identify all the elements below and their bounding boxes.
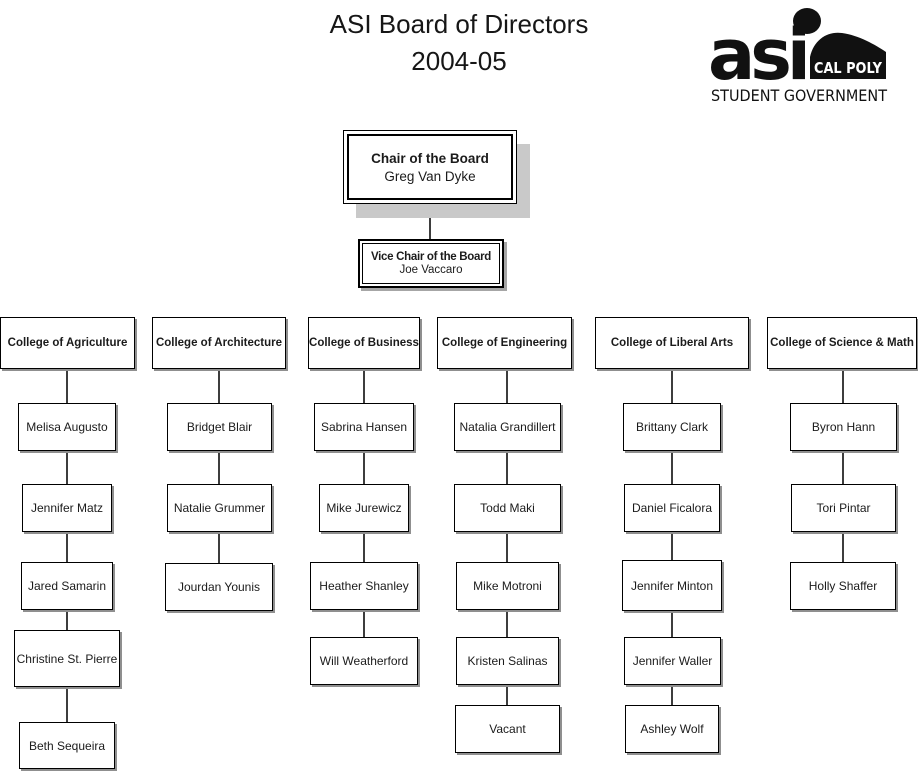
- college-column-engineering: College of Engineering Natalia Grandille…: [437, 317, 572, 771]
- asi-student-government-logo: asi CAL POLY STUDENT GOVERNMENT: [708, 5, 888, 105]
- member-box: Mike Motroni: [456, 562, 559, 610]
- calpoly-brand-text: CAL POLY: [814, 59, 883, 77]
- member-box: Tori Pintar: [791, 484, 896, 532]
- member-name: Ashley Wolf: [640, 722, 704, 736]
- college-column-agriculture: College of Agriculture Melisa Augusto Je…: [0, 317, 135, 771]
- member-name: Jennifer Minton: [630, 578, 714, 593]
- member-box: Jared Samarin: [21, 562, 113, 610]
- member-name: Heather Shanley: [319, 579, 409, 593]
- member-box: Jennifer Matz: [22, 484, 112, 532]
- member-name: Sabrina Hansen: [320, 420, 408, 434]
- member-name: Vacant: [489, 722, 526, 736]
- college-header-box: College of Engineering: [437, 317, 572, 369]
- member-box: Vacant: [455, 705, 560, 753]
- member-name: Mike Jurewicz: [326, 501, 402, 515]
- member-name: Byron Hann: [811, 420, 876, 434]
- member-name: Beth Sequeira: [28, 738, 106, 753]
- member-name: Melisa Augusto: [26, 420, 108, 434]
- college-header-box: College of Liberal Arts: [595, 317, 749, 369]
- calpoly-swoosh-shape: [810, 32, 886, 79]
- member-name: Brittany Clark: [635, 420, 709, 434]
- chair-person-name: Greg Van Dyke: [384, 168, 476, 184]
- vice-chair-box-inner: Vice Chair of the Board Joe Vaccaro: [362, 243, 500, 284]
- connector-line: [66, 369, 68, 722]
- college-column-science-math: College of Science & Math Byron Hann Tor…: [767, 317, 917, 771]
- chair-box-inner: Chair of the Board Greg Van Dyke: [347, 134, 513, 200]
- vice-chair-role-label: Vice Chair of the Board: [370, 251, 492, 263]
- member-box: Todd Maki: [454, 484, 561, 532]
- member-name: Daniel Ficalora: [631, 501, 713, 515]
- member-box: Holly Shaffer: [790, 562, 896, 610]
- member-box: Daniel Ficalora: [624, 484, 720, 532]
- member-name: Holly Shaffer: [808, 579, 878, 593]
- member-name: Todd Maki: [480, 501, 535, 515]
- chair-to-vicechair-connector: [429, 204, 431, 240]
- member-name: Natalie Grummer: [173, 501, 266, 515]
- member-box: Mike Jurewicz: [319, 484, 409, 532]
- member-name: Tori Pintar: [816, 501, 871, 515]
- page-title: ASI Board of Directors 2004-05: [0, 6, 918, 80]
- member-box: Byron Hann: [790, 403, 897, 451]
- college-column-business: College of Business Sabrina Hansen Mike …: [308, 317, 420, 771]
- member-name: Mike Motroni: [473, 579, 542, 593]
- college-column-architecture: College of Architecture Bridget Blair Na…: [152, 317, 286, 771]
- college-header-box: College of Architecture: [152, 317, 286, 369]
- chair-box: Chair of the Board Greg Van Dyke: [343, 130, 517, 204]
- asi-logo-graphic: asi CAL POLY STUDENT GOVERNMENT: [708, 8, 887, 105]
- college-header-box: College of Science & Math: [767, 317, 917, 369]
- member-box: Beth Sequeira: [19, 722, 115, 769]
- member-name: Jourdan Younis: [177, 580, 261, 594]
- connector-line: [671, 369, 673, 705]
- member-name: Natalia Grandillert: [459, 420, 556, 434]
- member-box: Natalie Grummer: [167, 484, 272, 532]
- connector-line: [842, 369, 844, 562]
- asi-acronym-text: asi: [710, 14, 806, 96]
- page-title-line2: 2004-05: [411, 46, 507, 76]
- college-header-box: College of Agriculture: [0, 317, 135, 369]
- member-box: Natalia Grandillert: [454, 403, 561, 451]
- member-name: Jennifer Waller: [632, 654, 713, 668]
- member-name: Christine St. Pierre: [16, 651, 118, 666]
- member-box: Melisa Augusto: [18, 403, 116, 451]
- vice-chair-person-name: Joe Vaccaro: [399, 264, 463, 276]
- member-box: Bridget Blair: [167, 403, 272, 451]
- asi-i-dot-shape: [793, 8, 821, 34]
- member-box: Heather Shanley: [310, 562, 418, 610]
- member-box: Christine St. Pierre: [14, 630, 120, 687]
- member-box: Kristen Salinas: [456, 637, 559, 685]
- member-box: Jourdan Younis: [165, 563, 273, 611]
- connector-line: [218, 369, 220, 563]
- vice-chair-box: Vice Chair of the Board Joe Vaccaro: [358, 239, 504, 288]
- chair-role-label: Chair of the Board: [371, 150, 489, 166]
- member-box: Will Weatherford: [310, 637, 418, 685]
- member-name: Bridget Blair: [186, 420, 253, 434]
- member-name: Will Weatherford: [319, 654, 409, 668]
- connector-line: [506, 369, 508, 705]
- member-name: Jared Samarin: [27, 579, 107, 593]
- page-title-line1: ASI Board of Directors: [329, 9, 589, 39]
- student-government-text: STUDENT GOVERNMENT: [711, 86, 887, 105]
- member-name: Jennifer Matz: [30, 501, 104, 515]
- member-box: Ashley Wolf: [625, 705, 719, 753]
- member-box: Jennifer Waller: [624, 637, 721, 685]
- member-box: Jennifer Minton: [622, 560, 722, 611]
- member-name: Kristen Salinas: [467, 654, 548, 668]
- college-column-liberal-arts: College of Liberal Arts Brittany Clark D…: [595, 317, 749, 771]
- member-box: Sabrina Hansen: [314, 403, 414, 451]
- college-header-box: College of Business: [308, 317, 420, 369]
- member-box: Brittany Clark: [623, 403, 721, 451]
